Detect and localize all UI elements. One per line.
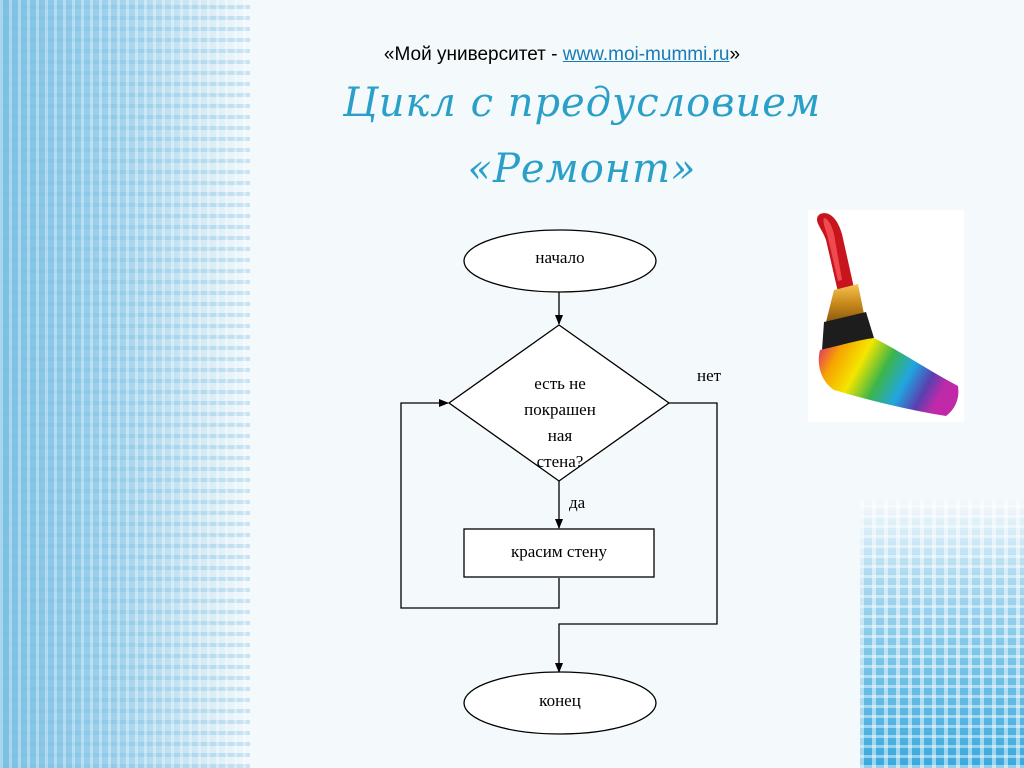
edge-exit-to-end (555, 402, 718, 673)
condition-line-4: стена? (537, 452, 584, 471)
condition-line-1: есть не (534, 374, 586, 393)
condition-node: есть не покрашен ная стена? (447, 324, 671, 482)
start-label: начало (535, 248, 584, 267)
action-label: красим стену (511, 542, 608, 561)
site-link[interactable]: www.moi-mummi.ru (562, 44, 730, 65)
slide-title: Цикл с предусловием (342, 80, 822, 126)
paint-brush-image (808, 210, 964, 422)
header-prefix: «Мой университет - (383, 44, 563, 65)
end-node: конец (463, 671, 657, 735)
start-node: начало (463, 229, 657, 293)
site-header: «Мой университет - www.moi-mummi.ru» (0, 44, 1024, 66)
end-label: конец (539, 691, 581, 710)
yes-branch-label: да (569, 493, 586, 512)
flow-connectors (400, 291, 718, 673)
edge-loop-back (400, 399, 560, 609)
decorative-background-right (860, 500, 1024, 768)
header-suffix: » (729, 44, 741, 65)
decorative-background-left (0, 0, 250, 768)
slide-subtitle: «Ремонт» (467, 146, 697, 192)
action-node: красим стену (463, 528, 655, 578)
condition-line-3: ная (548, 426, 573, 445)
condition-line-2: покрашен (524, 400, 596, 419)
no-branch-label: нет (697, 366, 722, 385)
